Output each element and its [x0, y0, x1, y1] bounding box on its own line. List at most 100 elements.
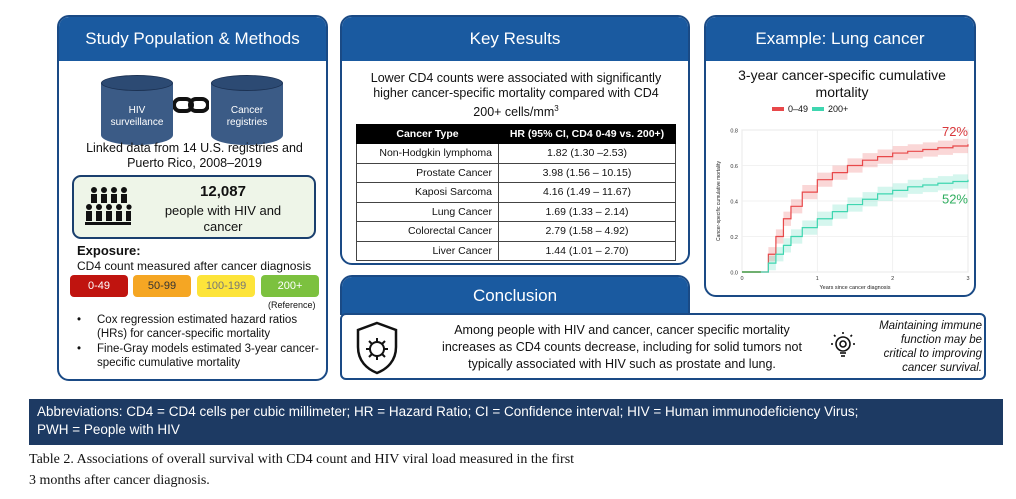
population-count-box: 12,087 people with HIV and cancer: [72, 175, 316, 239]
cd4-category-100-199: 100-199: [197, 275, 255, 297]
linked-line2: Puerto Rico, 2008–2019: [127, 156, 262, 170]
note-line4: cancer survival.: [902, 362, 982, 374]
cd4-category-200-plus: 200+: [261, 275, 319, 297]
people-group-icon: [85, 187, 132, 225]
confidence-band-200-plus: [742, 172, 968, 272]
cancer-type-cell: Liver Cancer: [356, 240, 499, 261]
lung-cancer-example-panel: Example: Lung cancer 3-year cancer-speci…: [704, 15, 976, 297]
legend-swatch-0-49: [772, 107, 784, 111]
chain-link-icon: [173, 97, 209, 113]
conclusion-line3: typically associated with HIV such as pr…: [468, 357, 776, 371]
db2-line1: Cancer: [230, 105, 264, 116]
chart-title-line1: 3-year cancer-specific cumulative: [738, 67, 946, 83]
y-tick-label: 0.2: [730, 235, 738, 241]
intro-line3: 200+ cells/mm: [473, 105, 555, 120]
col-cancer-type: Cancer Type: [356, 124, 499, 144]
chart-title: 3-year cancer-specific cumulative mortal…: [710, 67, 974, 101]
series-line-200-plus: [742, 179, 969, 273]
intro-line1: Lower CD4 counts were associated with si…: [370, 71, 662, 85]
col-hr: HR (95% CI, CD4 0-49 vs. 200+): [498, 124, 676, 144]
y-tick-label: 0.0: [730, 271, 738, 277]
conclusion-header: Conclusion: [342, 277, 688, 315]
immune-shield-icon: [356, 321, 398, 375]
note-line1: Maintaining immune: [879, 320, 982, 332]
db1-line1: HIV: [128, 105, 146, 116]
hr-cell: 2.79 (1.58 – 4.92): [498, 221, 676, 242]
x-axis-label: Years since cancer diagnosis: [819, 285, 890, 291]
cd4-category-0-49: 0-49: [70, 275, 128, 297]
population-label: people with HIV and cancer: [138, 203, 308, 235]
annotation-72-percent: 72%: [942, 124, 968, 139]
conclusion-line2: increases as CD4 counts decrease, includ…: [442, 340, 802, 354]
abbreviations-line2: PWH = People with HIV: [37, 422, 180, 437]
reference-label: (Reference): [268, 300, 316, 310]
methods-bullets: Cox regression estimated hazard ratios (…: [73, 313, 323, 371]
annotation-52-percent: 52%: [942, 192, 968, 207]
db2-line2: registries: [226, 117, 268, 128]
hr-cell: 1.69 (1.33 – 2.14): [498, 201, 676, 222]
x-tick-label: 0: [740, 276, 743, 282]
conclusion-box: Among people with HIV and cancer, cancer…: [340, 313, 986, 380]
cancer-type-cell: Colorectal Cancer: [356, 221, 499, 242]
lightbulb-gear-icon: [831, 332, 855, 357]
note-line2: function may be: [900, 334, 982, 346]
hazard-ratio-table: Cancer Type HR (95% CI, CD4 0-49 vs. 200…: [356, 124, 676, 261]
conclusion-note: Maintaining immune function may be criti…: [858, 319, 982, 375]
db1-line2: surveillance: [110, 117, 164, 128]
key-results-intro: Lower CD4 counts were associated with si…: [350, 71, 682, 120]
chart-legend: 0–49 200+: [772, 104, 932, 114]
abbreviations-line1: Abbreviations: CD4 = CD4 cells per cubic…: [37, 404, 859, 419]
population-label-line1: people with HIV and: [164, 203, 282, 218]
linked-data-text: Linked data from 14 U.S. registries and …: [67, 141, 322, 171]
legend-swatch-200-plus: [812, 107, 825, 111]
abbreviations-bar: Abbreviations: CD4 = CD4 cells per cubic…: [29, 399, 1003, 445]
key-results-panel: Key Results Lower CD4 counts were associ…: [340, 15, 690, 265]
study-methods-header: Study Population & Methods: [59, 17, 326, 61]
lung-cancer-header: Example: Lung cancer: [706, 17, 974, 61]
conclusion-tab: Conclusion: [340, 275, 690, 315]
y-tick-label: 0.6: [730, 164, 738, 170]
series-line-0-49: [742, 144, 969, 273]
conclusion-text: Among people with HIV and cancer, cancer…: [412, 322, 832, 373]
hr-cell: 4.16 (1.49 – 11.67): [498, 182, 676, 203]
intro-line2: higher cancer-specific mortality compare…: [373, 86, 659, 100]
note-line3: critical to improving: [883, 348, 982, 360]
x-tick-label: 3: [966, 276, 969, 282]
cancer-type-cell: Lung Cancer: [356, 201, 499, 222]
exposure-subtitle: CD4 count measured after cancer diagnosi…: [77, 259, 312, 273]
bullet-cox-regression: Cox regression estimated hazard ratios (…: [73, 313, 323, 341]
cancer-type-cell: Non-Hodgkin lymphoma: [356, 143, 499, 164]
cancer-type-cell: Kaposi Sarcoma: [356, 182, 499, 203]
legend-label-0-49: 0–49: [788, 104, 809, 114]
cancer-type-cell: Prostate Cancer: [356, 162, 499, 183]
y-axis-label: Cancer-specific cumulative mortality: [716, 160, 722, 241]
table-caption-line1: Table 2. Associations of overall surviva…: [29, 452, 575, 467]
hr-cell: 3.98 (1.56 – 10.15): [498, 162, 676, 183]
legend-label-200-plus: 200+: [828, 104, 849, 114]
y-tick-label: 0.4: [730, 200, 738, 206]
cd4-category-50-99: 50-99: [133, 275, 191, 297]
confidence-band-0-49: [742, 137, 968, 272]
population-count: 12,087: [200, 183, 246, 200]
x-tick-label: 2: [891, 276, 894, 282]
bullet-fine-gray: Fine-Gray models estimated 3-year cancer…: [73, 342, 323, 370]
conclusion-line1: Among people with HIV and cancer, cancer…: [454, 323, 790, 337]
chart-title-line2: mortality: [815, 84, 869, 100]
population-label-line2: cancer: [203, 219, 243, 234]
key-results-header: Key Results: [342, 17, 688, 61]
x-tick-label: 1: [816, 276, 819, 282]
intro-superscript: 3: [554, 104, 559, 113]
linked-line1: Linked data from 14 U.S. registries and: [86, 141, 303, 155]
hr-cell: 1.82 (1.30 –2.53): [498, 143, 676, 164]
exposure-title: Exposure:: [77, 243, 141, 258]
